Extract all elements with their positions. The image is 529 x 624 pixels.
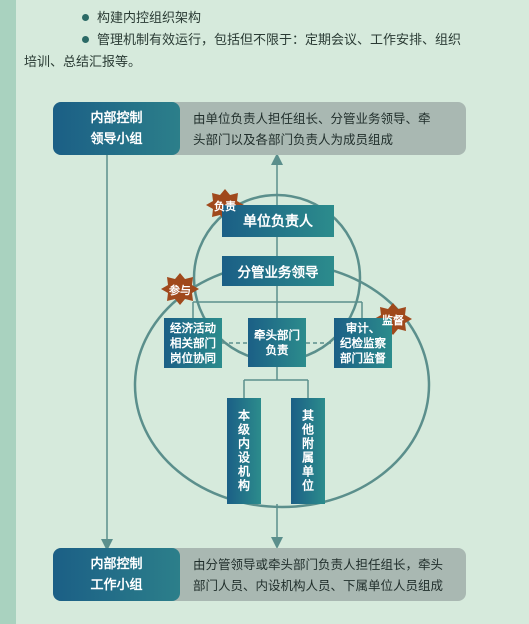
node-label: 其他附属单位 (300, 409, 315, 493)
bullet-text: 构建内控组织架构 (97, 11, 202, 26)
node-label-line: 审计、 (345, 320, 381, 335)
node-label: 单位负责人 (243, 214, 313, 230)
bullet-item: 管理机制有效运行，包括但不限于：定期会议、工作安排、组织 (24, 30, 514, 52)
node-label: 分管业务领导 (237, 265, 319, 281)
node-label-line: 岗位协同 (170, 350, 216, 365)
unit-head-node: 单位负责人 (222, 205, 334, 237)
node-label-line: 部门监督 (340, 350, 386, 365)
economic-activity-node: 经济活动 相关部门 岗位协同 (164, 318, 222, 368)
side-stripe (0, 0, 16, 624)
bullet-continuation: 培训、总结汇报等。 (24, 52, 514, 74)
bullet-item: 构建内控组织架构 (24, 8, 514, 30)
node-label-line: 经济活动 (170, 320, 216, 335)
node-label: 本级内设机构 (236, 409, 251, 493)
node-label-line: 纪检监察 (340, 335, 386, 350)
internal-institution-node: 本级内设机构 (227, 398, 261, 504)
desc-line: 由单位负责人担任组长、分管业务领导、牵 (193, 111, 431, 126)
desc-line: 部门人员、内设机构人员、下属单位人员组成 (193, 578, 444, 593)
audit-department-node: 审计、 纪检监察 部门监督 (334, 318, 392, 368)
deputy-leader-node: 分管业务领导 (222, 256, 334, 286)
bullet-text: 培训、总结汇报等。 (24, 55, 142, 70)
title-line: 内部控制 (90, 556, 143, 572)
bullet-list: 构建内控组织架构 管理机制有效运行，包括但不限于：定期会议、工作安排、组织 培训… (24, 8, 514, 74)
badge-responsible-label: 负责 (214, 200, 236, 213)
badge-participate-icon (161, 273, 199, 305)
desc-line: 头部门以及各部门负责人为成员组成 (193, 132, 394, 147)
lead-department-node: 牵头部门 负责 (248, 318, 306, 367)
working-group-title: 内部控制 工作小组 (53, 548, 180, 601)
bullet-dot-icon (82, 36, 89, 43)
working-group-box: 内部控制 工作小组 由分管领导或牵头部门负责人担任组长，牵头 部门人员、内设机构… (53, 548, 466, 601)
affiliated-unit-node: 其他附属单位 (291, 398, 325, 504)
leadership-group-description: 由单位负责人担任组长、分管业务领导、牵 头部门以及各部门负责人为成员组成 (193, 108, 458, 150)
node-label-line: 牵头部门 (254, 327, 300, 342)
node-label-line: 负责 (265, 342, 289, 357)
leadership-group-box: 内部控制 领导小组 由单位负责人担任组长、分管业务领导、牵 头部门以及各部门负责… (53, 102, 466, 155)
title-line: 领导小组 (90, 131, 143, 147)
desc-line: 由分管领导或牵头部门负责人担任组长，牵头 (193, 557, 444, 572)
bullet-text: 管理机制有效运行，包括但不限于：定期会议、工作安排、组织 (97, 33, 462, 48)
badge-participate-label: 参与 (169, 284, 191, 297)
leadership-group-title: 内部控制 领导小组 (53, 102, 180, 155)
node-label-line: 相关部门 (170, 335, 216, 350)
badge-supervise-label: 监督 (382, 314, 404, 327)
title-line: 工作小组 (90, 577, 143, 593)
working-group-description: 由分管领导或牵头部门负责人担任组长，牵头 部门人员、内设机构人员、下属单位人员组… (193, 554, 458, 596)
title-line: 内部控制 (90, 110, 143, 126)
bullet-dot-icon (82, 14, 89, 21)
